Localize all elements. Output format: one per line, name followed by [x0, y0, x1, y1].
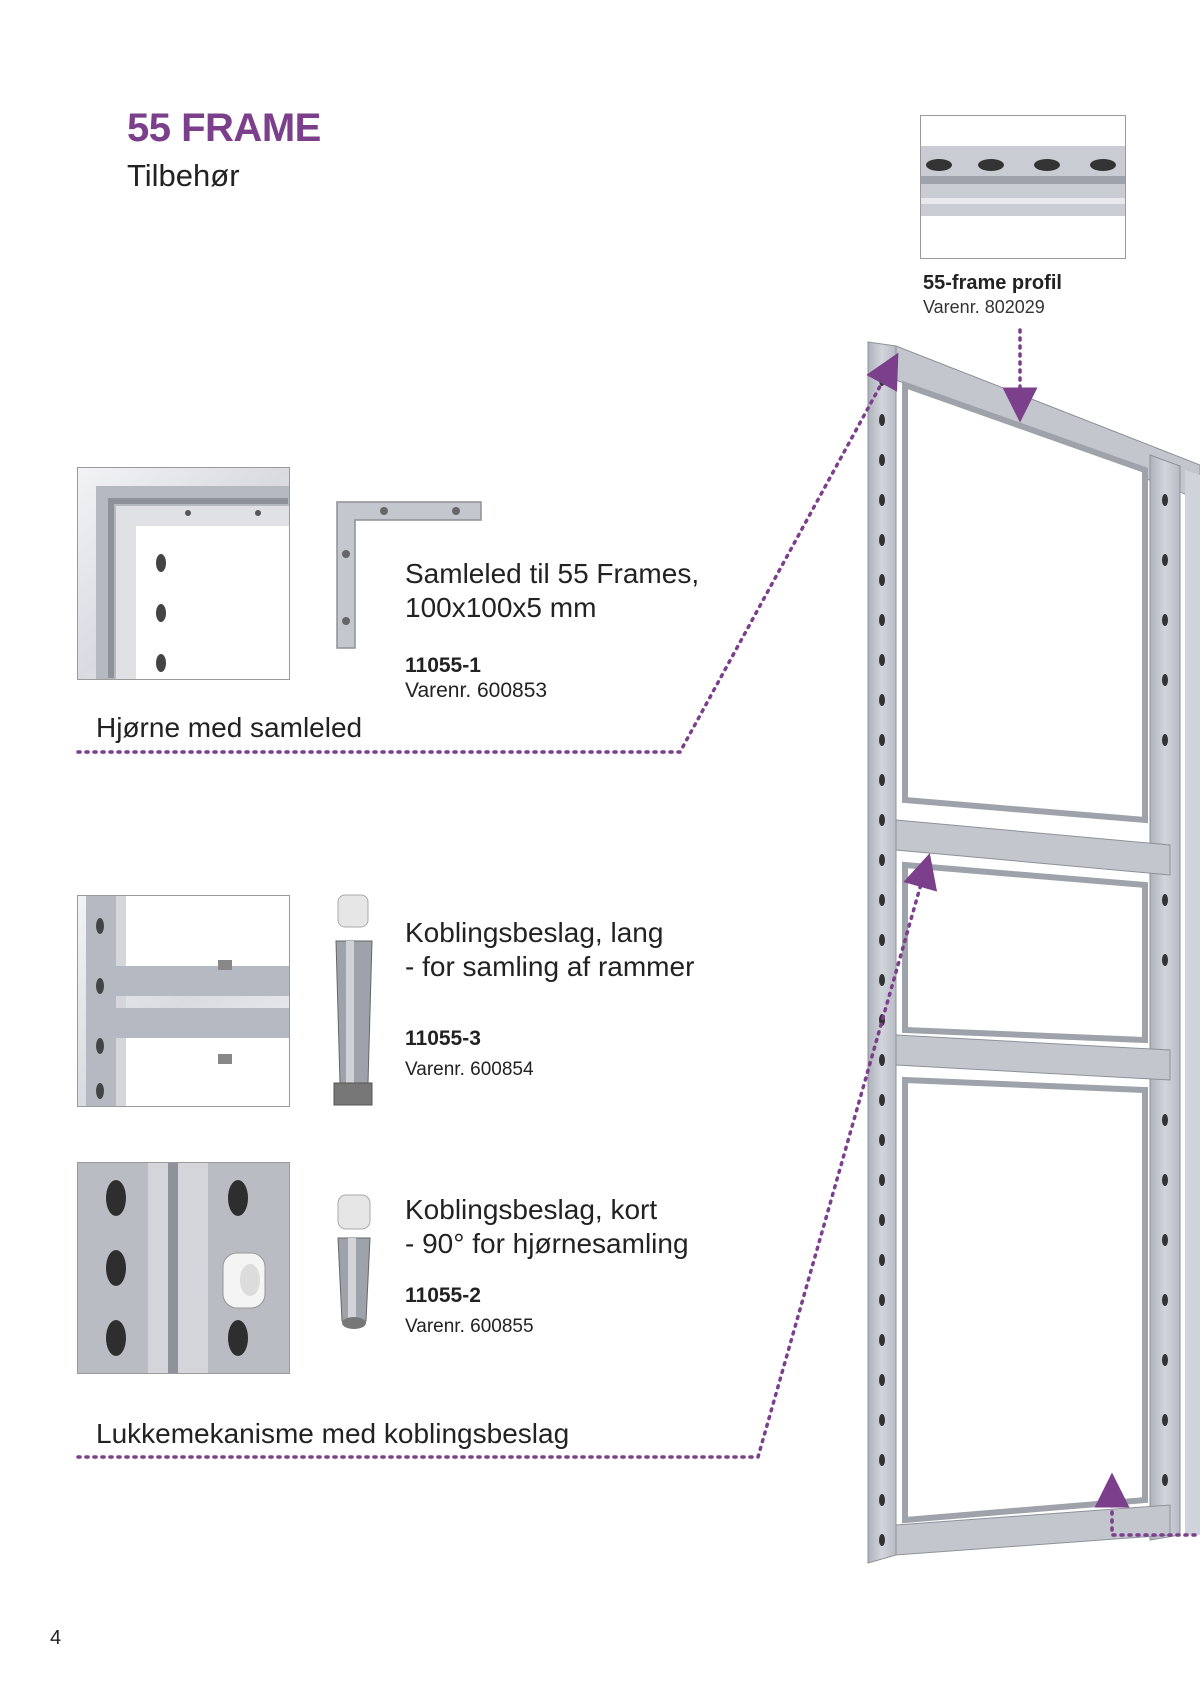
long-coupling-illustration: [333, 894, 373, 1106]
caption-corner: Hjørne med samleled: [96, 712, 363, 743]
lock-mechanism-illustration: [78, 1163, 289, 1373]
product-1-name-line1: Samleled til 55 Frames,: [405, 558, 700, 589]
corner-bracket-illustration: [336, 501, 482, 649]
product-1-name-line2: 100x100x5 mm: [405, 592, 597, 623]
corner-illustration: [96, 486, 289, 679]
right-post-holes: [1162, 494, 1168, 1486]
product-3-name: Koblingsbeslag, kort - 90° for hjørnesam…: [405, 1193, 689, 1261]
corner-photo: [77, 467, 290, 680]
product-1-name: Samleled til 55 Frames, 100x100x5 mm: [405, 557, 699, 625]
profile-illustration: [921, 146, 1125, 216]
product-3-varenr: Varenr. 600855: [405, 1316, 534, 1337]
lock-mechanism-photo: [77, 1162, 290, 1374]
profile-varenr: Varenr. 802029: [923, 297, 1045, 317]
frame-joint-illustration: [86, 896, 289, 1106]
product-2-name-line2: - for samling af rammer: [405, 951, 695, 982]
product-3-name-line2: - 90° for hjørnesamling: [405, 1228, 689, 1259]
leader-corner: [76, 352, 899, 754]
leader-bottom: [1094, 1472, 1197, 1537]
product-3-name-line1: Koblingsbeslag, kort: [405, 1194, 658, 1225]
page-title: 55 FRAME: [127, 106, 321, 150]
frame-joint-photo: [77, 895, 290, 1107]
profile-name: 55-frame profil: [923, 272, 1062, 294]
product-2-name-line1: Koblingsbeslag, lang: [405, 917, 664, 948]
product-2-name: Koblingsbeslag, lang - for samling af ra…: [405, 916, 694, 984]
product-2-varenr: Varenr. 600854: [405, 1059, 534, 1080]
product-1-varenr: Varenr. 600853: [405, 679, 548, 702]
page-subtitle: Tilbehør: [127, 158, 240, 193]
product-1-code: 11055-1: [405, 654, 481, 677]
caption-lock: Lukkemekanisme med koblingsbeslag: [96, 1418, 570, 1449]
product-2-code: 11055-3: [405, 1027, 481, 1050]
page-number: 4: [50, 1627, 62, 1649]
leader-lock: [76, 853, 938, 1459]
profile-photo: [920, 115, 1126, 259]
short-coupling-illustration: [337, 1194, 371, 1329]
post-holes: [879, 374, 885, 1546]
product-3-code: 11055-2: [405, 1284, 481, 1307]
